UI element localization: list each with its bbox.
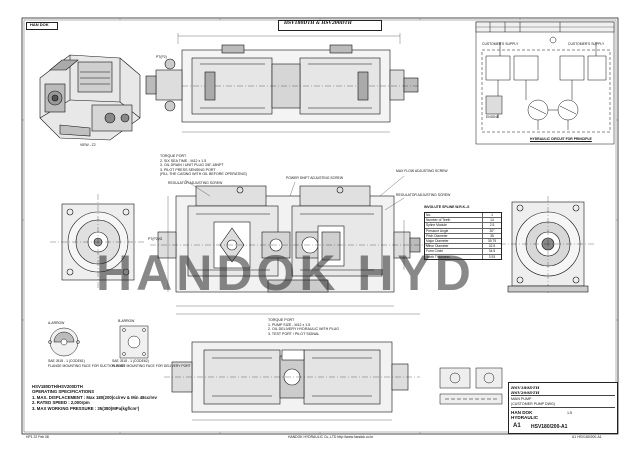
engine-label: ENGINE xyxy=(486,115,499,119)
title-block: HSV180DTH HSV200DTH MAIN PUMP (CUSTOMER … xyxy=(508,382,618,434)
spec-line-1: 1. MAX. DISPLACEMENT : Max 180(200)cc/re… xyxy=(32,394,157,400)
company-2: HYDRAULIC xyxy=(511,415,539,420)
customer-supply-right: CUSTOMER'S SUPPLY xyxy=(568,42,605,46)
spec-line-3: 3. MAX WORKING PRESSURE : 35(380)MPa(kgf… xyxy=(32,405,140,411)
callout-upper-1: TORQUE PORT xyxy=(160,154,187,158)
corner-logo xyxy=(26,22,58,30)
operating-specs: HSV180DTH/HSV200DTH OPERATING SPECIFICAT… xyxy=(32,384,157,411)
callout-upper-3: 3. OIL DRAIN / UNIT PLUG 3/8"-18NPT xyxy=(160,163,224,168)
arrow-a-label: A-ARROW xyxy=(48,321,65,325)
title-banner xyxy=(278,20,382,31)
footer-left: HP1 22 Feb 08 xyxy=(26,435,49,439)
max-flow-adj: MAX FLOW ADJUSTING SCREW xyxy=(396,169,448,173)
hydraulic-circuit-title: HYDRAULIC CIRCUIT FOR PRINCIPLE xyxy=(530,137,592,141)
callout-lower-3: 2. OIL DELIVERY HYDRAULIC WITH PLUG xyxy=(268,327,340,332)
footer-center: HANDOK HYDRAULIC Co.,LTD http://www.hand… xyxy=(288,435,374,439)
spec-row: No.1 xyxy=(425,213,501,219)
callout-upper-4: 3. PILOT PRESS SENSING PORT xyxy=(160,167,216,172)
regulator-adj-left: REGULATOR ADJUSTING SCREW xyxy=(168,181,223,185)
view-ref-label: VIEW - Z2 xyxy=(80,143,96,147)
sheet-size: A1 xyxy=(513,423,521,429)
scale: 1:5 xyxy=(567,411,572,415)
spec-line-2: 2. RATED SPEED : 2,000rpm xyxy=(32,400,90,406)
watermark: HANDOK HYD xyxy=(96,245,475,301)
corner-logo-text: HAN DOK xyxy=(30,22,49,27)
arrow-b-label: B-ARROW xyxy=(118,319,135,323)
desc-1: MAIN PUMP xyxy=(511,397,532,401)
sae-left-sub: FLANGE MOUNTING FACE FOR SUCTION PORT xyxy=(48,364,126,368)
drawing-number: HSV180/200-A1 xyxy=(531,424,568,430)
sae-right-sub: FLANGE MOUNTING FACE FOR DELIVERY PORT xyxy=(112,364,191,368)
title-block-models: HSV180DTH HSV200DTH xyxy=(511,385,615,396)
port-label-ptp-top: PT(P2) xyxy=(156,55,167,59)
desc-2: (CUSTOMER PUMP DWG) xyxy=(511,401,555,406)
company-logo: HAN DOK HYDRAULIC xyxy=(511,410,561,420)
sae-left: SAE J518 - 1 (CODE61) xyxy=(48,359,85,363)
title-banner-text: HSV180DTH & HSV200DTH xyxy=(284,21,352,26)
power-shift-adj: POWER SHIFT ADJUSTING SCREW xyxy=(286,176,344,180)
company-1: HAN DOK xyxy=(511,410,533,415)
spec-heading: OPERATING SPECIFICATIONS xyxy=(32,389,95,395)
model-1: HSV180DTH xyxy=(511,385,540,390)
callouts-upper: TORQUE PORT 2. SIX SEA TIME - M12 x 1.5 … xyxy=(160,154,247,177)
callout-lower-4: 3. TEST PORT / PILOT SIGNAL xyxy=(268,331,320,336)
title-block-desc: MAIN PUMP (CUSTOMER PUMP DWG) xyxy=(511,397,615,408)
port-label-ptp-mid: PT(P2)/G xyxy=(148,237,163,241)
callouts-lower: TORQUE PORT 1. PUMP SIZE - M12 x 1.5 2. … xyxy=(268,318,339,336)
sae-right: SAE J518 - 1 (CODE62) xyxy=(112,359,149,363)
customer-supply-left: CUSTOMER'S SUPPLY xyxy=(482,42,519,46)
callout-upper-2: 2. SIX SEA TIME - M12 x 1.5 xyxy=(160,158,207,163)
spline-title: INVOLUTE SPLINE W.R.K.-S xyxy=(424,205,470,209)
model-2: HSV200DTH xyxy=(511,390,540,395)
spec-model: HSV180DTH/HSV200DTH xyxy=(32,384,83,389)
footer-right: A1 HSV180/200-A1 xyxy=(572,435,602,439)
regulator-adj-right: REGULATOR ADJUSTING SCREW xyxy=(396,193,451,197)
callout-upper-5: (FILL THE CASING WITH OIL BEFORE OPERATI… xyxy=(160,172,247,177)
callout-lower-1: TORQUE PORT xyxy=(268,318,295,322)
callout-lower-2: 1. PUMP SIZE - M12 x 1.5 xyxy=(268,322,311,327)
